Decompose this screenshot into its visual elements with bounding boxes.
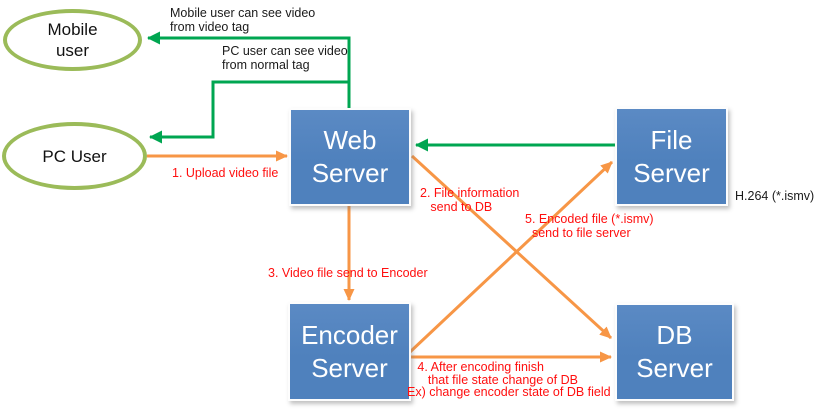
- arrow-fileinfo-to-db: [410, 154, 613, 340]
- file-server-label: File Server: [633, 124, 710, 188]
- arrow-webserver-to-pcuser: [149, 80, 349, 144]
- node-web-server: Web Server: [289, 108, 411, 206]
- label-step3-videofile: 3. Video file send to Encoder: [268, 266, 428, 280]
- label-step4-encoding-finish: 4. After encoding finish that file state…: [407, 360, 611, 399]
- label-h264-format: H.264 (*.ismv): [735, 189, 815, 203]
- label-mobile-view: Mobile user can see video from video tag: [170, 6, 316, 34]
- arrow-webserver-to-mobileuser: [147, 31, 351, 110]
- node-encoder-server: Encoder Server: [288, 302, 411, 401]
- label-step2-fileinfo: 2. File information send to DB: [420, 186, 520, 214]
- mobile-user-label: Mobile user: [47, 20, 98, 60]
- node-db-server: DB Server: [615, 303, 734, 401]
- node-mobile-user: Mobile user: [3, 9, 142, 71]
- node-file-server: File Server: [615, 107, 728, 206]
- label-step5-encoded-file: 5. Encoded file (*.ismv) send to file se…: [525, 212, 654, 240]
- encoder-server-label: Encoder Server: [301, 319, 398, 383]
- pc-user-label: PC User: [42, 146, 107, 166]
- arrow-encodedfile-to-fileserver: [408, 160, 614, 354]
- node-pc-user: PC User: [2, 122, 147, 190]
- db-server-label: DB Server: [636, 320, 713, 383]
- web-server-label: Web Server: [311, 125, 389, 188]
- label-pc-view: PC user can see video from normal tag: [222, 44, 348, 72]
- label-step1-upload: 1. Upload video file: [172, 166, 279, 180]
